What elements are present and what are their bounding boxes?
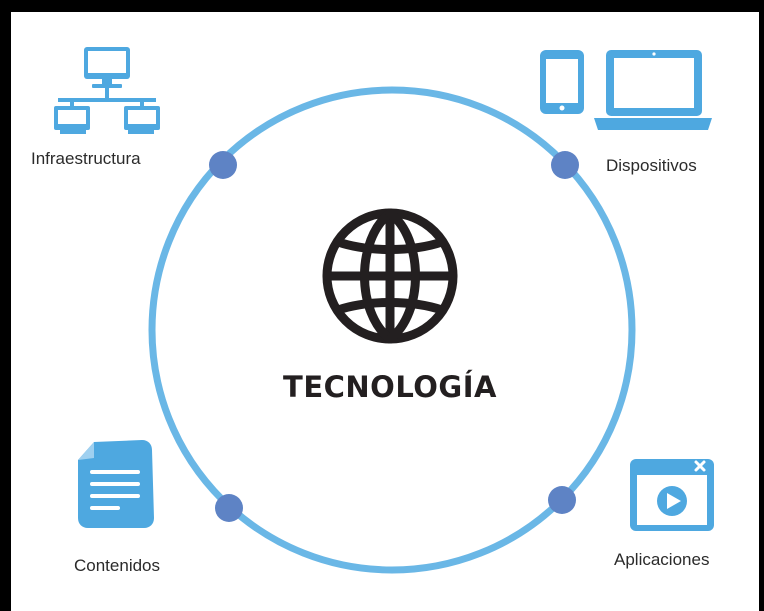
network-icon (54, 47, 160, 134)
globe-icon (322, 208, 458, 344)
node-dot-contenidos (215, 494, 243, 522)
node-label-contenidos: Contenidos (74, 556, 161, 575)
central-ring (148, 86, 636, 574)
node-dot-infraestructura (209, 151, 237, 179)
node-label-aplicaciones: Aplicaciones (614, 550, 710, 569)
app-window-icon (630, 459, 714, 531)
devices-icon (540, 50, 712, 130)
document-icon (78, 440, 154, 528)
node-label-dispositivos: Dispositivos (606, 156, 697, 175)
node-label-infraestructura: Infraestructura (31, 149, 141, 168)
center-title: TECNOLOGÍA (283, 370, 497, 404)
node-dot-aplicaciones (548, 486, 576, 514)
node-dot-dispositivos (551, 151, 579, 179)
